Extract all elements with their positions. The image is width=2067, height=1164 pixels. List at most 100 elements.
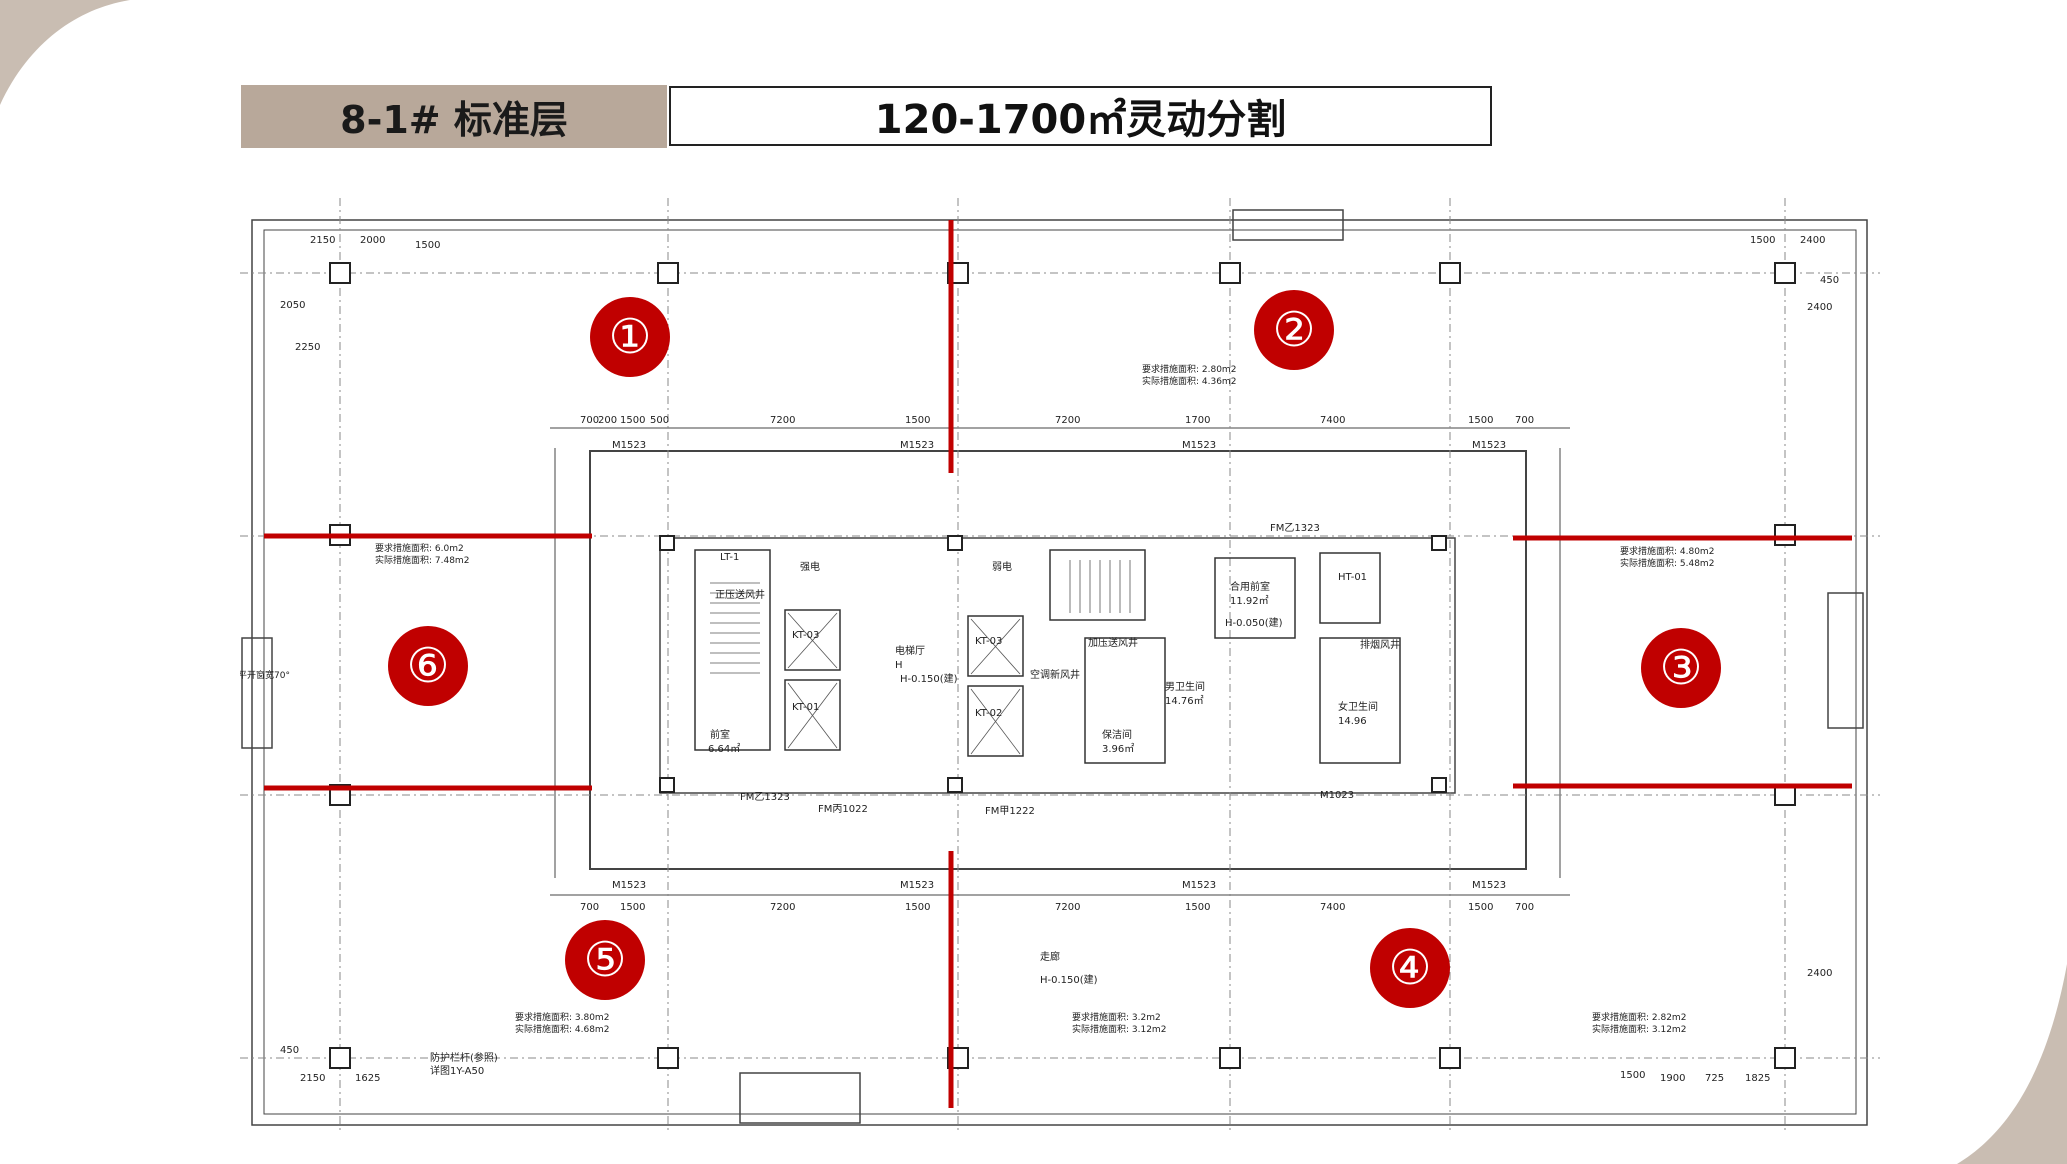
corner-decoration — [0, 0, 130, 105]
room-lobby-left-area: 6.64㎡ — [708, 743, 740, 755]
door-label: M1523 — [1182, 880, 1216, 891]
outer-wall — [251, 219, 1868, 1126]
room-cleaning: 保洁间 — [1102, 728, 1132, 741]
unit-marker-5: ⑤ — [565, 920, 645, 1000]
unit-number-3: ③ — [1659, 640, 1702, 696]
room-ht01: HT-01 — [1338, 572, 1367, 583]
unit-marker-2: ② — [1254, 290, 1334, 370]
dim-top-core-5: 7200 — [770, 415, 795, 426]
column — [1439, 262, 1461, 284]
unit-markers: ① ② ③ ④ ⑤ ⑥ — [388, 290, 1721, 1008]
dim-bottom-left-3: 450 — [280, 1045, 299, 1056]
room-h-label: H — [895, 660, 903, 671]
door-label: M1523 — [1182, 440, 1216, 451]
dim-bottom-core-4: 1500 — [905, 902, 930, 913]
elevator-kt03-left — [784, 609, 841, 671]
column — [1774, 1047, 1796, 1069]
room-fire-door-5: FM乙1323 — [1270, 522, 1320, 534]
right-protrusion — [1827, 592, 1864, 729]
unit-number-4: ④ — [1388, 940, 1431, 996]
division-lines — [264, 220, 1852, 1108]
dim-bottom-right-3: 1825 — [1745, 1073, 1770, 1084]
dim-left-2: 2250 — [295, 342, 320, 353]
column — [1774, 262, 1796, 284]
floor-title-text: 8-1# 标准层 — [340, 98, 568, 142]
dim-top-core-2: 200 — [598, 415, 617, 426]
room-pipe-1: 正压送风井 — [715, 588, 765, 601]
unit-number-6: ⑥ — [406, 638, 449, 694]
area-note-req: 要求措施面积: 2.82m2 — [1592, 1011, 1686, 1023]
area-note-req: 要求措施面积: 3.2m2 — [1072, 1011, 1161, 1023]
room-kt01: KT-01 — [792, 702, 819, 713]
dim-top-right-4: 2400 — [1807, 302, 1832, 313]
unit-marker-4: ④ — [1370, 928, 1450, 1008]
unit-marker-3: ③ — [1641, 628, 1721, 708]
male-wc — [1084, 637, 1166, 764]
corner-decoration-bottom — [1957, 964, 2067, 1164]
dim-bottom-right-5: 1500 — [1620, 1070, 1645, 1081]
area-note-act: 实际措施面积: 4.68m2 — [515, 1023, 609, 1035]
protect-label: 防护栏杆(参照) — [430, 1051, 498, 1064]
dim-bottom-core-1: 700 — [580, 902, 599, 913]
column — [329, 1047, 351, 1069]
room-male-wc: 男卫生间 — [1165, 680, 1205, 693]
dim-bottom-right-2: 725 — [1705, 1073, 1724, 1084]
unit-number-5: ⑤ — [583, 932, 626, 988]
unit-marker-1: ① — [590, 297, 670, 377]
column — [1439, 1047, 1461, 1069]
area-subtitle-text: 120-1700㎡灵动分割 — [874, 97, 1287, 143]
room-kt03-right: KT-03 — [975, 636, 1002, 647]
dim-top-core-4: 500 — [650, 415, 669, 426]
column — [1774, 524, 1796, 546]
room-shared-lobby-h: H-0.050(建) — [1225, 616, 1283, 629]
area-note-req: 要求措施面积: 2.80m2 — [1142, 363, 1236, 375]
column — [1431, 777, 1447, 793]
room-kt02: KT-02 — [975, 708, 1002, 719]
door-label: M1523 — [900, 440, 934, 451]
area-note-act: 实际措施面积: 7.48m2 — [375, 554, 469, 566]
room-elev-hall-h: H-0.150(建) — [900, 672, 958, 685]
door-label: M1523 — [612, 440, 646, 451]
room-shared-lobby-area: 11.92㎡ — [1230, 595, 1269, 607]
dim-bottom-left-1: 2150 — [300, 1073, 325, 1084]
column — [329, 262, 351, 284]
area-note-act: 实际措施面积: 3.12m2 — [1072, 1023, 1166, 1035]
protect-ref: 详图1Y-A50 — [430, 1064, 484, 1077]
column — [947, 535, 963, 551]
elevator-kt03-right — [967, 615, 1024, 677]
room-female-wc: 女卫生间 — [1338, 700, 1378, 713]
stair-right — [1049, 549, 1146, 621]
room-lt1: LT-1 — [720, 552, 739, 563]
dim-left-1: 2050 — [280, 300, 305, 311]
dim-bottom-left-2: 1625 — [355, 1073, 380, 1084]
top-shaft — [1232, 209, 1344, 241]
dim-top-core-11: 700 — [1515, 415, 1534, 426]
room-pipe-3: 加压送风井 — [1088, 636, 1138, 649]
dim-bottom-core-7: 7400 — [1320, 902, 1345, 913]
room-pipe-4: 排烟风井 — [1360, 638, 1400, 651]
dim-top-core-9: 7400 — [1320, 415, 1345, 426]
dim-top-core-1: 700 — [580, 415, 599, 426]
shaft-ht01 — [1319, 552, 1381, 624]
column — [657, 1047, 679, 1069]
area-note-act: 实际措施面积: 5.48m2 — [1620, 557, 1714, 569]
dim-top-right-1: 1500 — [1750, 235, 1775, 246]
dim-top-core-10: 1500 — [1468, 415, 1493, 426]
dim-top-core-3: 1500 — [620, 415, 645, 426]
room-fire-door-4: FM甲1222 — [985, 806, 1035, 817]
unit-number-1: ① — [608, 309, 651, 365]
room-lobby-left: 前室 — [710, 728, 730, 741]
bottom-shaft — [739, 1072, 861, 1124]
dim-top-core-8: 1700 — [1185, 415, 1210, 426]
dim-bottom-core-3: 7200 — [770, 902, 795, 913]
door-label: M1523 — [612, 880, 646, 891]
left-door-frame — [241, 637, 273, 749]
room-kt03-left: KT-03 — [792, 630, 819, 641]
door-label: M1523 — [1472, 880, 1506, 891]
dim-bottom-right-1: 1900 — [1660, 1073, 1685, 1084]
room-cleaning-area: 3.96㎡ — [1102, 743, 1134, 755]
column — [947, 777, 963, 793]
column — [659, 777, 675, 793]
dim-bottom-right-4: 2400 — [1807, 968, 1832, 979]
inner-wall — [263, 229, 1857, 1115]
